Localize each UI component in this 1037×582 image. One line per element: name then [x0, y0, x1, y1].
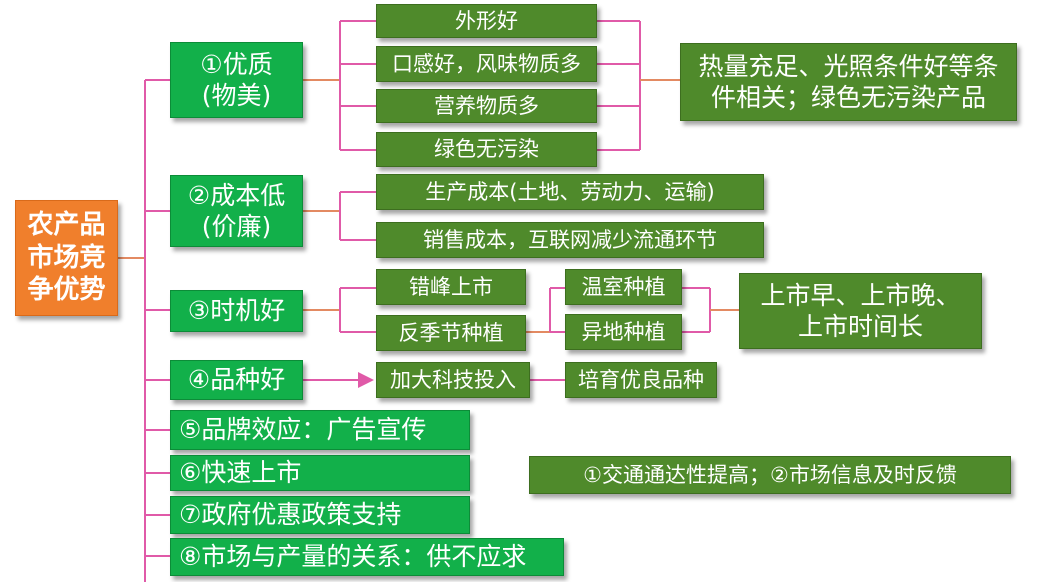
- quality-item-1: 外形好: [376, 4, 597, 38]
- variety-step-breeding: 培育优良品种: [565, 362, 717, 398]
- timing-item-off-season: 反季节种植: [376, 315, 526, 351]
- method-bracket-right: [682, 287, 711, 333]
- quality-ticks-right: [597, 20, 640, 151]
- method-bracket: [549, 287, 565, 333]
- timing-method-remote: 异地种植: [565, 314, 682, 350]
- cost-item-sales: 销售成本，互联网减少流通环节: [376, 222, 764, 258]
- category-low-cost: ②成本低 (价廉): [170, 175, 303, 247]
- timing-summary: 上市早、上市晚、上市时间长: [739, 273, 982, 349]
- category-variety: ④品种好: [170, 360, 303, 400]
- quality-summary: 热量充足、光照条件好等条件相关；绿色无污染产品: [680, 43, 1017, 121]
- timing-bracket: [339, 287, 376, 333]
- quality-item-4: 绿色无污染: [376, 132, 597, 167]
- variety-step-tech: 加大科技投入: [376, 362, 530, 398]
- fast-market-note: ①交通通达性提高；②市场信息及时反馈: [529, 456, 1011, 494]
- quality-item-2: 口感好，风味物质多: [376, 46, 597, 82]
- quality-item-3: 营养物质多: [376, 89, 597, 123]
- timing-method-greenhouse: 温室种植: [565, 269, 682, 305]
- category-fast-market: ⑥快速上市: [170, 455, 470, 491]
- category-supply-demand: ⑧市场与产量的关系：供不应求: [170, 538, 564, 576]
- category-policy: ⑦政府优惠政策支持: [170, 496, 470, 534]
- category-brand: ⑤品牌效应：广告宣传: [170, 410, 470, 450]
- category-quality: ①优质 (物美): [170, 42, 303, 118]
- cost-bracket: [339, 191, 376, 241]
- timing-item-staggered: 错峰上市: [376, 269, 526, 305]
- quality-ticks-left: [340, 20, 376, 151]
- cost-item-production: 生产成本(土地、劳动力、运输): [376, 174, 764, 210]
- category-timing: ③时机好: [170, 290, 303, 332]
- root-node: 农产品 市场竞 争优势: [15, 200, 118, 316]
